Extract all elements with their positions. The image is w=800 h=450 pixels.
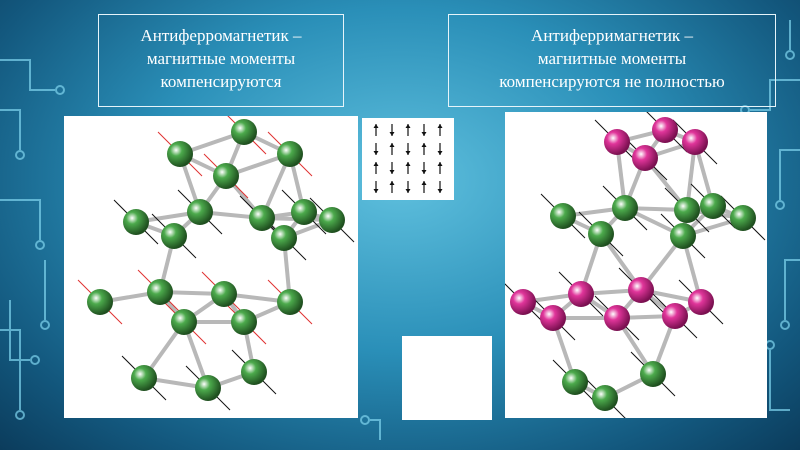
- atom: [195, 375, 221, 401]
- atom: [231, 119, 257, 145]
- arrow-head: [389, 170, 395, 174]
- atom: [550, 203, 576, 229]
- arrow-head: [421, 181, 427, 185]
- atom: [670, 223, 696, 249]
- heading-antiferrimagnet: Антиферримагнетик – магнитные моменты ко…: [448, 14, 776, 107]
- heading-antiferromagnet: Антиферромагнетик – магнитные моменты ко…: [98, 14, 344, 107]
- atom: [167, 141, 193, 167]
- atom: [211, 281, 237, 307]
- atom: [652, 117, 678, 143]
- arrow-head: [421, 170, 427, 174]
- atom: [682, 129, 708, 155]
- atom: [592, 385, 618, 411]
- atom: [568, 281, 594, 307]
- arrow-head: [373, 151, 379, 155]
- atom: [249, 205, 275, 231]
- spin-arrows-ferrimagnetic: [402, 336, 492, 420]
- arrow-head: [373, 189, 379, 193]
- atom: [161, 223, 187, 249]
- spin-arrows-antiparallel: [362, 118, 454, 200]
- atom: [291, 199, 317, 225]
- atom: [213, 163, 239, 189]
- arrow-head: [405, 124, 411, 128]
- atom: [87, 289, 113, 315]
- arrow-head: [437, 162, 443, 166]
- atom: [540, 305, 566, 331]
- arrow-head: [389, 132, 395, 136]
- atom: [700, 193, 726, 219]
- atom: [319, 207, 345, 233]
- arrow-head: [405, 151, 411, 155]
- heading-line: Антиферримагнетик –: [531, 26, 693, 45]
- atom: [277, 141, 303, 167]
- atom: [187, 199, 213, 225]
- atom: [612, 195, 638, 221]
- lattice-diagram-right: [505, 112, 766, 418]
- atom: [510, 289, 536, 315]
- arrow-head: [437, 151, 443, 155]
- atom: [562, 369, 588, 395]
- atom: [628, 277, 654, 303]
- antiferrimagnet-lattice-image: [505, 112, 767, 418]
- atom: [277, 289, 303, 315]
- atom: [688, 289, 714, 315]
- atom: [271, 225, 297, 251]
- arrow-head: [437, 189, 443, 193]
- arrow-head: [421, 143, 427, 147]
- atom: [730, 205, 756, 231]
- arrow-head: [421, 132, 427, 136]
- arrow-head: [389, 181, 395, 185]
- heading-line: магнитные моменты: [537, 49, 687, 68]
- arrow-head: [373, 124, 379, 128]
- arrow-head: [389, 143, 395, 147]
- spin-arrow-grid: [373, 124, 443, 193]
- atom: [604, 305, 630, 331]
- atom: [640, 361, 666, 387]
- atom: [674, 197, 700, 223]
- atom: [632, 145, 658, 171]
- atom: [241, 359, 267, 385]
- arrow-head: [405, 189, 411, 193]
- atom: [604, 129, 630, 155]
- arrow-head: [405, 162, 411, 166]
- heading-line: Антиферромагнетик –: [140, 26, 302, 45]
- atom: [123, 209, 149, 235]
- atom: [662, 303, 688, 329]
- atom: [588, 221, 614, 247]
- atom: [147, 279, 173, 305]
- arrow-head: [373, 162, 379, 166]
- atom: [231, 309, 257, 335]
- heading-line: магнитные моменты: [146, 49, 296, 68]
- heading-line: компенсируются: [160, 72, 282, 91]
- antiferromagnet-lattice-image: [64, 116, 358, 418]
- lattice-diagram-left: [77, 116, 355, 411]
- spin-arrow-grid: [402, 336, 492, 420]
- heading-line: компенсируются не полностью: [499, 72, 725, 91]
- arrow-head: [437, 124, 443, 128]
- atom: [171, 309, 197, 335]
- atom: [131, 365, 157, 391]
